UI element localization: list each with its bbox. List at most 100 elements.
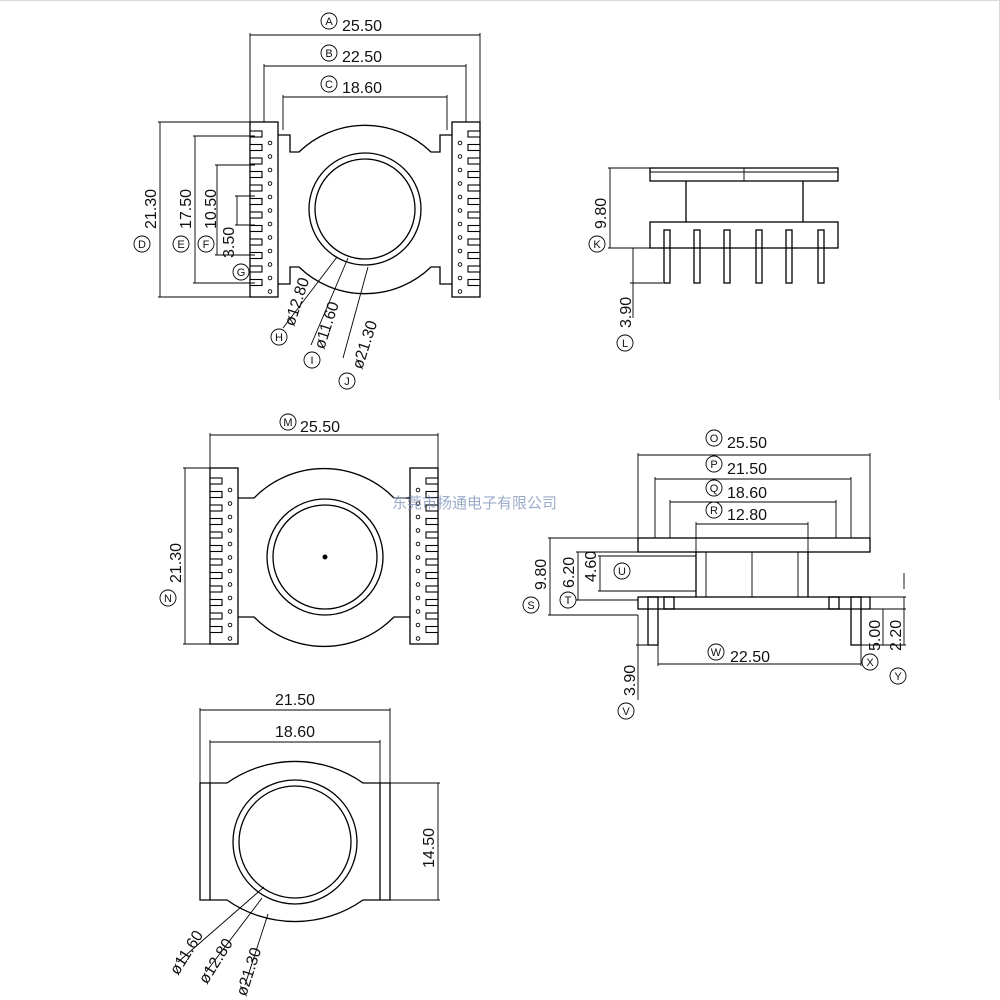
- top-view-dimension-lines: [158, 33, 481, 359]
- top-view: A 25.50 B 22.50 C 18.60 D 21.30 E 17.50 …: [133, 12, 481, 390]
- pin-hole: [267, 248, 273, 254]
- pin-slot: [425, 598, 439, 607]
- pin-slot: [467, 197, 481, 206]
- pin-slot: [209, 477, 223, 485]
- side-view-dimension-lines: [608, 167, 663, 318]
- pin-hole: [457, 194, 463, 200]
- pin-slot: [209, 598, 223, 607]
- front-view-right-pins: [415, 477, 439, 641]
- flange-view: 21.50 18.60 14.50 ø11.60 ø12.80 ø21.30: [167, 692, 440, 998]
- svg-text:18.60: 18.60: [727, 485, 767, 502]
- pin-slot: [249, 184, 263, 192]
- pin-slot: [249, 251, 263, 260]
- pin-slot: [467, 238, 481, 246]
- pin-hole: [267, 275, 273, 281]
- pin-slot: [249, 224, 263, 233]
- pin-hole: [415, 514, 421, 520]
- front-view-left-pins: [209, 477, 233, 641]
- pin-hole: [415, 636, 421, 641]
- svg-text:18.60: 18.60: [342, 80, 382, 97]
- svg-text:21.30: 21.30: [143, 189, 160, 229]
- label-V: V 3.90: [617, 665, 639, 720]
- top-view-left-pins: [249, 130, 273, 294]
- pin-slot: [209, 531, 223, 539]
- label-C: C 18.60: [320, 75, 382, 97]
- flange-height: 14.50: [421, 828, 438, 868]
- svg-text:5.00: 5.00: [867, 620, 884, 651]
- svg-text:X: X: [866, 657, 874, 669]
- label-K: K 9.80: [588, 198, 610, 253]
- label-J: J ø21.30: [338, 319, 381, 390]
- pin-slot: [425, 504, 439, 512]
- svg-text:S: S: [527, 600, 534, 612]
- section-view-dimension-lines: [548, 453, 906, 700]
- pin-slot: [467, 278, 481, 287]
- label-B: B 22.50: [320, 44, 382, 66]
- svg-text:25.50: 25.50: [342, 18, 382, 35]
- pin-hole: [227, 636, 233, 641]
- pin-hole: [267, 167, 273, 173]
- pin-hole: [457, 154, 463, 159]
- pin-slot: [425, 544, 439, 553]
- pin-slot: [467, 224, 481, 233]
- pin-slot: [467, 130, 481, 138]
- side-pin: [663, 229, 671, 284]
- label-X: X 5.00: [861, 620, 884, 671]
- pin-slot: [209, 517, 223, 526]
- pin-hole: [415, 487, 421, 493]
- pin-slot: [425, 585, 439, 593]
- pin-hole: [457, 140, 463, 146]
- svg-text:N: N: [164, 593, 172, 605]
- pin-slot: [425, 490, 439, 499]
- side-pin: [785, 229, 793, 284]
- svg-text:25.50: 25.50: [300, 419, 340, 436]
- label-D: D 21.30: [133, 189, 160, 253]
- svg-text:ø11.60: ø11.60: [312, 300, 343, 352]
- pin-slot: [209, 585, 223, 593]
- front-view-dimension-lines: [183, 433, 439, 645]
- pin-slot: [467, 157, 481, 165]
- pin-slot: [209, 544, 223, 553]
- flange-view-dimension-lines: [177, 708, 440, 986]
- pin-hole: [227, 555, 233, 560]
- pin-hole: [415, 501, 421, 506]
- pin-hole: [267, 262, 273, 267]
- section-view-bobbin-outline: [637, 537, 871, 646]
- svg-text:Q: Q: [710, 483, 719, 495]
- pin-hole: [227, 568, 233, 574]
- svg-text:O: O: [710, 433, 719, 445]
- pin-slot: [467, 251, 481, 260]
- svg-text:L: L: [622, 338, 628, 350]
- svg-text:22.50: 22.50: [730, 649, 770, 666]
- pin-slot: [425, 558, 439, 566]
- svg-text:9.80: 9.80: [533, 559, 550, 590]
- pin-hole: [415, 582, 421, 587]
- side-pin: [723, 229, 731, 284]
- pin-hole: [457, 208, 463, 213]
- side-pin: [817, 229, 825, 284]
- pin-slot: [425, 477, 439, 485]
- side-view: K 9.80 L 3.90: [588, 167, 839, 352]
- pin-slot: [209, 625, 223, 634]
- pin-hole: [267, 154, 273, 159]
- top-view-right-pins: [457, 130, 481, 294]
- svg-text:9.80: 9.80: [593, 198, 610, 229]
- pin-hole: [415, 622, 421, 628]
- pin-hole: [227, 501, 233, 506]
- pin-hole: [227, 541, 233, 547]
- label-A: A 25.50: [320, 12, 382, 35]
- pin-slot: [209, 504, 223, 512]
- pin-slot: [249, 157, 263, 165]
- pin-slot: [249, 265, 263, 273]
- svg-text:C: C: [325, 79, 333, 91]
- side-view-pins: [663, 229, 825, 284]
- pin-hole: [227, 528, 233, 533]
- svg-text:F: F: [203, 239, 210, 251]
- pin-slot: [209, 571, 223, 580]
- label-G: G 3.50: [221, 227, 250, 281]
- section-view: O 25.50 P 21.50 Q 18.60 R 12.80 S 9.80 T…: [522, 429, 907, 720]
- pin-hole: [227, 622, 233, 628]
- pin-slot: [467, 265, 481, 273]
- flange-dia-outer: ø21.30: [234, 946, 266, 999]
